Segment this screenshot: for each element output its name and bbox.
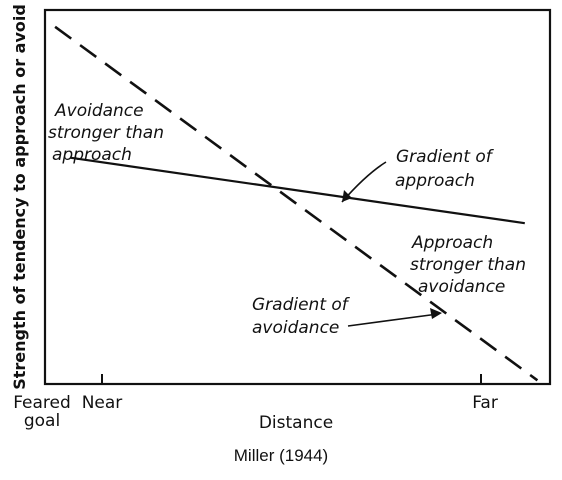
svg-text:stronger than: stronger than bbox=[48, 123, 164, 143]
svg-text:approach: approach bbox=[52, 145, 132, 165]
x-tick-label-far: Far bbox=[472, 393, 498, 413]
origin-label-line-2: goal bbox=[24, 411, 60, 431]
svg-text:approach: approach bbox=[395, 171, 475, 191]
arrowhead-icon bbox=[342, 190, 352, 202]
arrowhead-icon bbox=[430, 308, 442, 319]
annotation-arrow-avoidance bbox=[347, 313, 439, 327]
svg-text:Avoidance: Avoidance bbox=[54, 101, 144, 121]
series-line-avoidance bbox=[54, 25, 539, 382]
annotation-gradient-avoidance: Gradient of avoidance bbox=[252, 295, 442, 338]
plot-frame bbox=[43, 8, 552, 386]
figure-caption: Miller (1944) bbox=[233, 446, 329, 465]
annotation-gradient-approach: Gradient of approach bbox=[341, 147, 495, 203]
annotation-avoidance-stronger: Avoidance stronger than approach bbox=[48, 101, 164, 165]
svg-text:avoidance: avoidance bbox=[418, 277, 505, 297]
origin-label-line-1: Feared bbox=[13, 393, 71, 413]
svg-text:avoidance: avoidance bbox=[252, 318, 339, 338]
x-tick-label-near: Near bbox=[82, 393, 123, 413]
x-axis-label: Distance bbox=[259, 413, 333, 433]
svg-text:Gradient of: Gradient of bbox=[396, 147, 495, 167]
svg-text:Gradient of: Gradient of bbox=[252, 295, 351, 315]
chart-svg: Strength of tendency to approach or avoi… bbox=[10, 4, 552, 433]
svg-text:stronger than: stronger than bbox=[410, 255, 526, 275]
y-axis-label: Strength of tendency to approach or avoi… bbox=[10, 4, 29, 390]
svg-text:Approach: Approach bbox=[411, 233, 493, 253]
annotation-approach-stronger: Approach stronger than avoidance bbox=[410, 233, 526, 297]
series-line-approach bbox=[70, 156, 525, 225]
